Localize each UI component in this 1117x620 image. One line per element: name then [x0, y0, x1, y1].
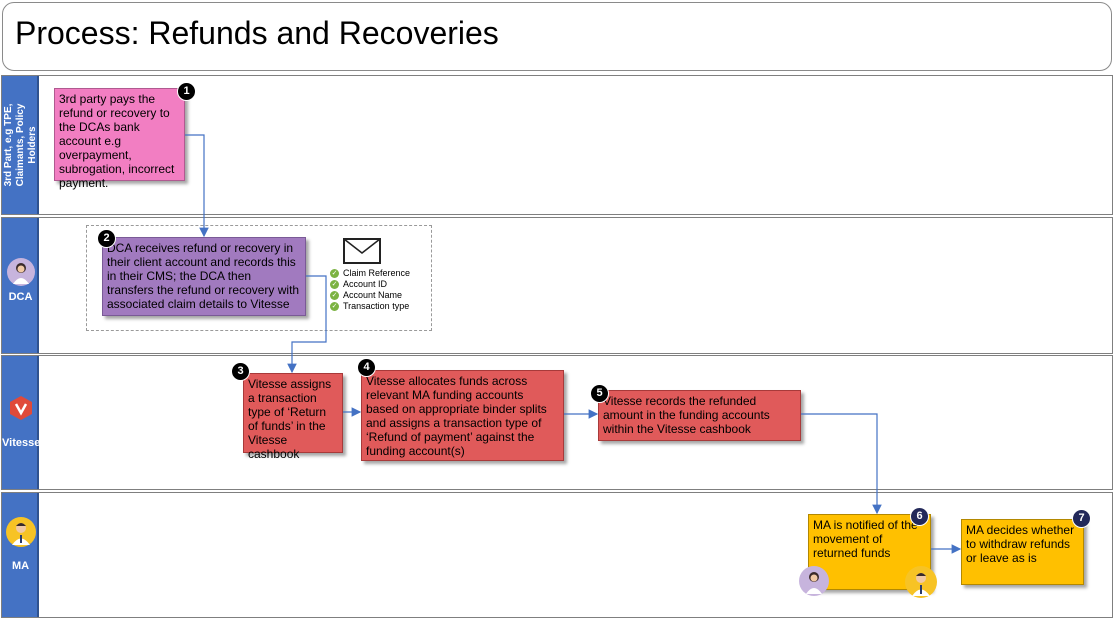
lane-header-ma: MA	[2, 493, 39, 617]
dca-group-outline	[86, 225, 432, 331]
lane-header-third-party: 3rd Part, e.g TPE, Claimants, Policy Hol…	[2, 76, 39, 214]
step-2-box: DCA receives refund or recovery in their…	[102, 237, 306, 316]
claim-detail-item: ✓Claim Reference	[330, 268, 411, 278]
step-4-text: Vitesse allocates funds across relevant …	[366, 374, 547, 458]
check-icon: ✓	[330, 269, 339, 278]
step-5-number: 5	[590, 384, 609, 403]
check-icon: ✓	[330, 302, 339, 311]
lane-label-ma: MA	[11, 560, 30, 572]
step-5-box: Vitesse records the refunded amount in t…	[598, 390, 801, 441]
lane-dca: DCA	[1, 217, 1113, 354]
lane-third-party: 3rd Part, e.g TPE, Claimants, Policy Hol…	[1, 75, 1113, 215]
step-6-text: MA is notified of the movement of return…	[813, 518, 918, 560]
step-2-text: DCA receives refund or recovery in their…	[107, 241, 300, 311]
ma-avatar-icon	[905, 566, 937, 598]
lane-ma: MA	[1, 492, 1113, 618]
claim-detail-item: ✓Transaction type	[330, 301, 410, 311]
step-6-number: 6	[910, 507, 929, 526]
step-4-number: 4	[357, 358, 376, 377]
step-1-text: 3rd party pays the refund or recovery to…	[59, 92, 175, 190]
ma-avatar-icon	[6, 517, 36, 547]
lane-vitesse: Vitesse	[1, 355, 1113, 490]
check-icon: ✓	[330, 291, 339, 300]
arrow-2-to-3	[287, 275, 327, 374]
step-3-text: Vitesse assigns a transaction type of ‘R…	[248, 377, 332, 461]
arrow-5-to-6	[801, 413, 882, 515]
step-3-box: Vitesse assigns a transaction type of ‘R…	[243, 373, 343, 461]
check-icon: ✓	[330, 280, 339, 289]
dca-avatar-icon	[799, 566, 829, 596]
step-5-text: Vitesse records the refunded amount in t…	[603, 394, 770, 436]
step-7-text: MA decides whether to withdraw refunds o…	[966, 523, 1075, 565]
dca-avatar-icon	[7, 258, 35, 286]
arrow-1-to-2	[185, 134, 209, 238]
claim-details-list: ✓Claim Reference ✓Account ID ✓Account Na…	[330, 268, 410, 312]
vitesse-logo-icon	[10, 396, 32, 420]
step-3-number: 3	[231, 362, 250, 381]
claim-detail-item: ✓Account Name	[330, 290, 403, 300]
lane-label-dca: DCA	[8, 291, 33, 303]
title-box: Process: Refunds and Recoveries	[2, 2, 1112, 71]
step-1-number: 1	[177, 82, 196, 101]
step-7-number: 7	[1072, 509, 1091, 528]
step-1-box: 3rd party pays the refund or recovery to…	[54, 88, 185, 190]
page-title: Process: Refunds and Recoveries	[15, 15, 499, 51]
lane-label-vitesse: Vitesse	[2, 437, 41, 449]
envelope-icon	[343, 238, 381, 264]
lane-header-vitesse: Vitesse	[2, 356, 41, 489]
step-2-number: 2	[97, 229, 116, 248]
step-7-box: MA decides whether to withdraw refunds o…	[961, 519, 1084, 585]
claim-detail-item: ✓Account ID	[330, 279, 388, 289]
lane-header-dca: DCA	[2, 218, 39, 353]
step-4-box: Vitesse allocates funds across relevant …	[361, 370, 564, 461]
